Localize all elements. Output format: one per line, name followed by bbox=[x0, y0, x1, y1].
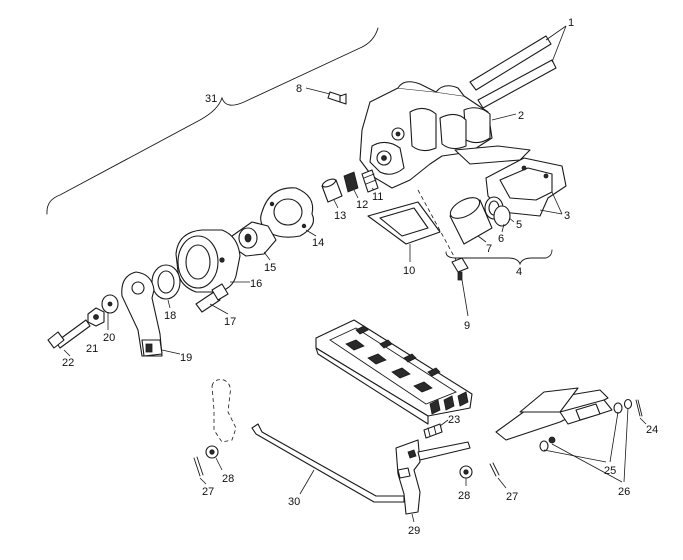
callout-26: 26 bbox=[618, 486, 630, 498]
nut-28a bbox=[205, 445, 223, 471]
callout-17: 17 bbox=[224, 316, 236, 328]
caliper-housing-2 bbox=[359, 81, 531, 189]
cotter-pin-27a bbox=[193, 456, 207, 485]
callout-29: 29 bbox=[408, 525, 420, 537]
callout-12: 12 bbox=[356, 199, 368, 211]
callout-7: 7 bbox=[486, 243, 492, 255]
callout-23: 23 bbox=[448, 414, 460, 426]
pin-1 bbox=[469, 25, 567, 109]
group-bracket-4 bbox=[445, 249, 553, 266]
piston-7 bbox=[449, 197, 493, 245]
bolt-17 bbox=[195, 283, 229, 315]
callout-20: 20 bbox=[103, 332, 115, 344]
callout-18: 18 bbox=[164, 310, 176, 322]
callout-11: 11 bbox=[372, 191, 383, 203]
cam-lever-15 bbox=[231, 221, 277, 261]
washer-25 bbox=[539, 402, 623, 463]
footrest-plate bbox=[315, 319, 473, 425]
nut-21 bbox=[87, 307, 105, 327]
callout-30: 30 bbox=[288, 496, 300, 508]
callout-2: 2 bbox=[518, 110, 524, 122]
fitting-9 bbox=[417, 189, 469, 317]
assembly-bracket-31 bbox=[46, 27, 379, 215]
callout-4: 4 bbox=[516, 266, 522, 278]
arm-19 bbox=[121, 271, 181, 357]
pivot-bracket-29 bbox=[395, 439, 471, 523]
washer-26 bbox=[548, 398, 633, 483]
seal-ring-18 bbox=[151, 264, 181, 309]
seal-6 bbox=[493, 205, 511, 233]
callout-16: 16 bbox=[250, 278, 262, 290]
callout-19: 19 bbox=[180, 352, 192, 364]
callout-28b: 28 bbox=[458, 490, 470, 502]
callout-21: 21 bbox=[86, 343, 98, 355]
callout-25: 25 bbox=[604, 465, 616, 477]
washer-20 bbox=[101, 294, 119, 330]
cotter-pin-27b bbox=[489, 462, 507, 489]
callout-28a: 28 bbox=[222, 473, 234, 485]
callout-6: 6 bbox=[498, 233, 504, 245]
brake-pedal bbox=[495, 387, 613, 441]
bolt-22 bbox=[47, 319, 91, 357]
callout-27b: 27 bbox=[506, 491, 518, 503]
callout-15: 15 bbox=[264, 262, 276, 274]
spring-12 bbox=[343, 171, 359, 199]
callout-14: 14 bbox=[312, 237, 324, 249]
spring-11 bbox=[361, 169, 379, 193]
ghost-bracket bbox=[211, 379, 237, 443]
pin-13 bbox=[321, 178, 343, 209]
rod-30 bbox=[251, 423, 405, 503]
callout-24: 24 bbox=[646, 424, 658, 436]
shim-plate-10 bbox=[367, 201, 441, 262]
callout-1: 1 bbox=[568, 17, 574, 29]
gasket-14 bbox=[260, 187, 317, 238]
callout-31: 31 bbox=[205, 93, 217, 105]
bleeder-screw-8 bbox=[305, 87, 347, 105]
callout-9: 9 bbox=[464, 320, 470, 332]
callout-27a: 27 bbox=[202, 486, 214, 498]
callout-8: 8 bbox=[296, 83, 302, 95]
callout-13: 13 bbox=[334, 210, 346, 222]
nut-28b bbox=[459, 465, 473, 486]
brake-pad-3 bbox=[485, 157, 567, 217]
callout-22: 22 bbox=[62, 357, 74, 369]
drum-housing-16 bbox=[175, 229, 250, 293]
cotter-pin-24 bbox=[635, 399, 647, 425]
callout-3: 3 bbox=[564, 210, 570, 222]
callout-10: 10 bbox=[403, 265, 415, 277]
spring-23 bbox=[423, 419, 449, 439]
callout-5: 5 bbox=[516, 219, 522, 231]
